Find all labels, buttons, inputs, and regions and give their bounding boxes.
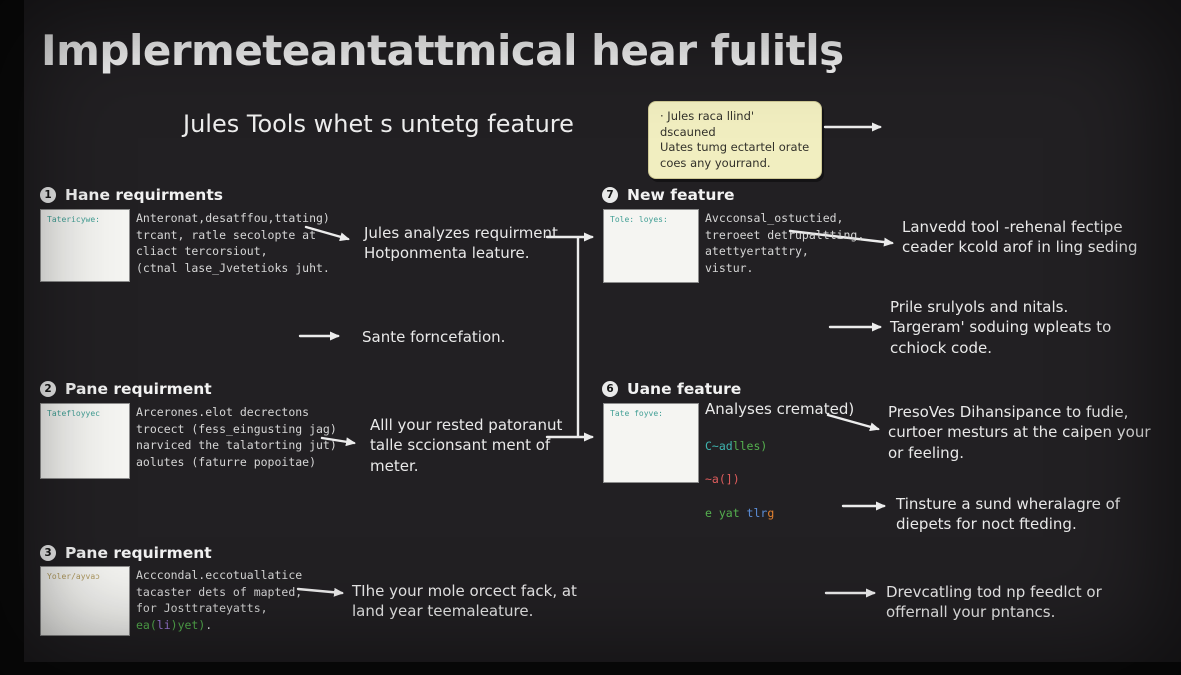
code-token: tlr bbox=[746, 505, 768, 520]
note-box: · Jules raca llind' dscauned Uates tumg … bbox=[648, 101, 822, 180]
code-token: e yat bbox=[705, 505, 747, 520]
section-1-title: Hane requirments bbox=[65, 186, 223, 204]
section-6-title: Uane feature bbox=[627, 380, 742, 398]
section-7-title: New feature bbox=[627, 186, 735, 204]
step-6-badge: 6 bbox=[602, 381, 618, 397]
section-7-code: Avcconsal_ostuctied, treroeet detrupaltt… bbox=[705, 211, 865, 276]
code-line: C~adlles) bbox=[705, 438, 854, 455]
code-token: C~ad bbox=[705, 438, 733, 453]
section-6-filebox: Tate foyve: bbox=[603, 403, 699, 483]
section-7-heading: 7 New feature bbox=[602, 186, 735, 204]
section-3-code: Acccondal.eccotuallatice tacaster dets o… bbox=[136, 567, 302, 634]
section-3-code-colored-line: ea(li)yet). bbox=[136, 617, 302, 634]
bottom-edge-bar bbox=[0, 662, 1181, 675]
step-1-badge: 1 bbox=[40, 187, 56, 203]
section-7-filebox-label: Tole: loyes: bbox=[610, 215, 668, 224]
code-token: ~a(]) bbox=[705, 472, 740, 487]
section-3-heading: 3 Pane requirment bbox=[40, 544, 212, 562]
code-token: )yet) bbox=[170, 618, 206, 633]
page-title: Implermeteantattmical hear fulitlş bbox=[41, 26, 844, 75]
section-3-title: Pane requirment bbox=[65, 544, 212, 562]
section-3-code-main: Acccondal.eccotuallatice tacaster dets o… bbox=[136, 568, 303, 616]
section-6-heading: 6 Uane feature bbox=[602, 380, 741, 398]
annotation-sante: Sante forncefation. bbox=[362, 328, 506, 346]
section-1-code: Anteronat,desatffou,ttating) trcant, rat… bbox=[136, 211, 330, 276]
code-token: . bbox=[205, 618, 213, 633]
left-edge-bar bbox=[0, 0, 24, 675]
section-2-filebox-label: Tatefloyyec bbox=[47, 409, 100, 418]
section-6-code: Analyses cremated) C~adlles) ~a(]) e yat… bbox=[705, 399, 854, 538]
section-6-code-line1: Analyses cremated) bbox=[705, 400, 855, 418]
section-2-heading: 2 Pane requirment bbox=[40, 380, 212, 398]
step-2-badge: 2 bbox=[40, 381, 56, 397]
code-line: e yat tlrg bbox=[705, 505, 854, 522]
code-line: ~a(]) bbox=[705, 471, 854, 488]
annotation-lanvedd-tool: Lanvedd tool -rehenal fectipe ceader kco… bbox=[902, 218, 1138, 257]
annotation-tinsture: Tinsture a sund wheralagre of diepets fo… bbox=[896, 495, 1121, 534]
code-token: li bbox=[156, 618, 171, 633]
section-2-title: Pane requirment bbox=[65, 380, 212, 398]
annotation-prile-srulyols: Prile srulyols and nitals. Targeram' sod… bbox=[890, 298, 1112, 357]
subtitle: Jules Tools whet s untetg feature bbox=[183, 110, 574, 138]
code-token: g bbox=[767, 505, 775, 520]
annotation-drevcatling: Drevcatling tod np feedlct or offernall … bbox=[886, 583, 1102, 622]
section-7-filebox: Tole: loyes: bbox=[603, 209, 699, 283]
section-3-filebox: Yoler/ayvaɔ bbox=[40, 566, 130, 636]
arrow-s3-to-a4 bbox=[296, 587, 344, 597]
section-1-filebox-label: Tatericywe: bbox=[47, 215, 100, 224]
section-2-code: Arcerones.elot decrectons trocect (fess_… bbox=[136, 405, 337, 470]
section-6-filebox-label: Tate foyve: bbox=[610, 409, 663, 418]
code-token: ea( bbox=[136, 618, 157, 633]
annotation-presoves: PresoVes Dihansipance to fudie, curtoer … bbox=[888, 403, 1151, 462]
section-3-filebox-label: Yoler/ayvaɔ bbox=[47, 572, 100, 581]
section-1-filebox: Tatericywe: bbox=[40, 209, 130, 282]
section-1-heading: 1 Hane requirments bbox=[40, 186, 223, 204]
annotation-all-your-rested: Alll your rested patoranut talle sccions… bbox=[370, 416, 563, 475]
annotation-the-your-mole: TIhe your mole orcect fack, at land year… bbox=[352, 582, 577, 621]
step-3-badge: 3 bbox=[40, 545, 56, 561]
section-2-filebox: Tatefloyyec bbox=[40, 403, 130, 479]
note-text: · Jules raca llind' dscauned Uates tumg … bbox=[660, 109, 810, 170]
annotation-jules-analyzes: Jules analyzes requirment Hotponmenta le… bbox=[364, 224, 558, 263]
section-6-code-colored: C~adlles) ~a(]) e yat tlrg bbox=[705, 421, 854, 538]
step-7-badge: 7 bbox=[602, 187, 618, 203]
code-token: lles) bbox=[732, 438, 768, 453]
